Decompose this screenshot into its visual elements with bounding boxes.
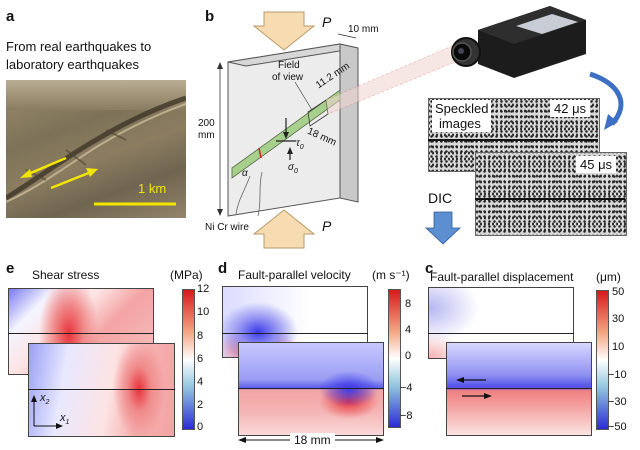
panel-d-title: Fault-parallel velocity	[238, 268, 351, 282]
displacement-colorbar	[596, 290, 609, 430]
shear-stress-back-fault	[8, 333, 154, 334]
dic-label: DIC	[428, 190, 453, 206]
panel-b-letter: b	[205, 8, 215, 25]
velocity-back-fault	[222, 333, 368, 334]
velocity-colorbar	[388, 289, 401, 428]
shear-stress-tick: 2	[197, 399, 204, 411]
panel-d-unit: (m s⁻¹)	[372, 268, 410, 282]
height-value: 200	[198, 118, 215, 129]
scale-bar-label: 1 km	[138, 181, 167, 196]
displacement-tick: 50	[612, 286, 625, 298]
displacement-front-fault	[446, 388, 592, 389]
panel-e-title: Shear stress	[32, 268, 100, 282]
velocity-tick: 4	[405, 324, 412, 336]
panel-c-letter: c	[425, 260, 434, 277]
earthquake-photo: 1 km	[6, 80, 186, 218]
field-of-view-box	[307, 99, 329, 127]
panel-c-unit: (μm)	[596, 270, 621, 284]
speckle-label-box: Speckled images	[432, 100, 492, 132]
fault-trace-drawing	[6, 80, 186, 206]
speckle-label-line1: Speckled	[435, 101, 489, 116]
speckle-label-line2: images	[439, 116, 481, 131]
axis-x2-label: x2	[40, 392, 50, 407]
speckle-image-1-fault	[428, 139, 598, 141]
shear-stress-tick: 8	[197, 330, 204, 342]
panel-a-caption-line2: laboratory earthquakes	[6, 57, 139, 72]
tau-label: τ0	[296, 138, 304, 151]
bottom-load-arrow	[252, 209, 316, 249]
velocity-tick: 8	[405, 298, 412, 310]
sigma-label: σ0	[288, 162, 298, 175]
displacement-tick: −30	[608, 396, 627, 408]
field-of-view-label-2: of view	[272, 72, 304, 83]
displacement-back-fault	[428, 333, 574, 334]
shear-stress-tick: 0	[197, 421, 204, 433]
axis-x1-label: x1	[60, 412, 70, 427]
displacement-tick: −10	[608, 369, 627, 381]
shear-stress-tick: 12	[197, 283, 210, 295]
shear-stress-tick: 4	[197, 376, 204, 388]
panel-e-unit: (MPa)	[170, 268, 203, 282]
load-bottom-label: P	[322, 218, 332, 234]
shear-stress-map-front	[28, 343, 175, 437]
load-top-label: P	[322, 14, 332, 30]
time-label-2: 45 μs	[576, 156, 617, 173]
shear-stress-front-fault	[28, 389, 175, 390]
panel-a-letter: a	[6, 8, 15, 25]
dic-arrow	[424, 211, 462, 245]
height-unit: mm	[198, 130, 215, 141]
top-load-arrow	[252, 11, 316, 51]
time-label-1: 42 μs	[550, 100, 591, 117]
velocity-front-fault	[238, 388, 384, 389]
displacement-map-front	[446, 342, 592, 436]
speckle-image-2-fault	[475, 198, 625, 200]
velocity-tick: −4	[400, 382, 413, 394]
field-of-view-label-1: Field	[278, 60, 300, 71]
displacement-tick: 10	[612, 341, 625, 353]
fov-width-label: 11.2 mm	[314, 60, 352, 92]
displacement-tick: 30	[612, 313, 625, 325]
panel-e-letter: e	[6, 260, 15, 277]
shear-stress-colorbar	[182, 289, 195, 430]
thickness-label: 10 mm	[348, 24, 379, 35]
camera-icon	[451, 6, 586, 78]
panel-d-letter: d	[218, 260, 228, 277]
panel-c-title: Fault-parallel displacement	[430, 270, 574, 284]
fov-length-label: 18 mm	[305, 126, 338, 149]
alpha-label: α	[242, 168, 248, 179]
shear-stress-tick: 10	[197, 306, 210, 318]
wire-label: Ni Cr wire	[205, 222, 249, 233]
displacement-tick: −50	[608, 421, 627, 433]
velocity-tick: −8	[400, 410, 413, 422]
panel-a-caption-line1: From real earthquakes to	[6, 39, 152, 54]
high-speed-camera	[450, 2, 590, 80]
velocity-tick: 0	[405, 350, 412, 362]
velocity-map-front	[238, 342, 384, 436]
velocity-scale-label: 18 mm	[290, 433, 335, 447]
shear-stress-tick: 6	[197, 353, 204, 365]
